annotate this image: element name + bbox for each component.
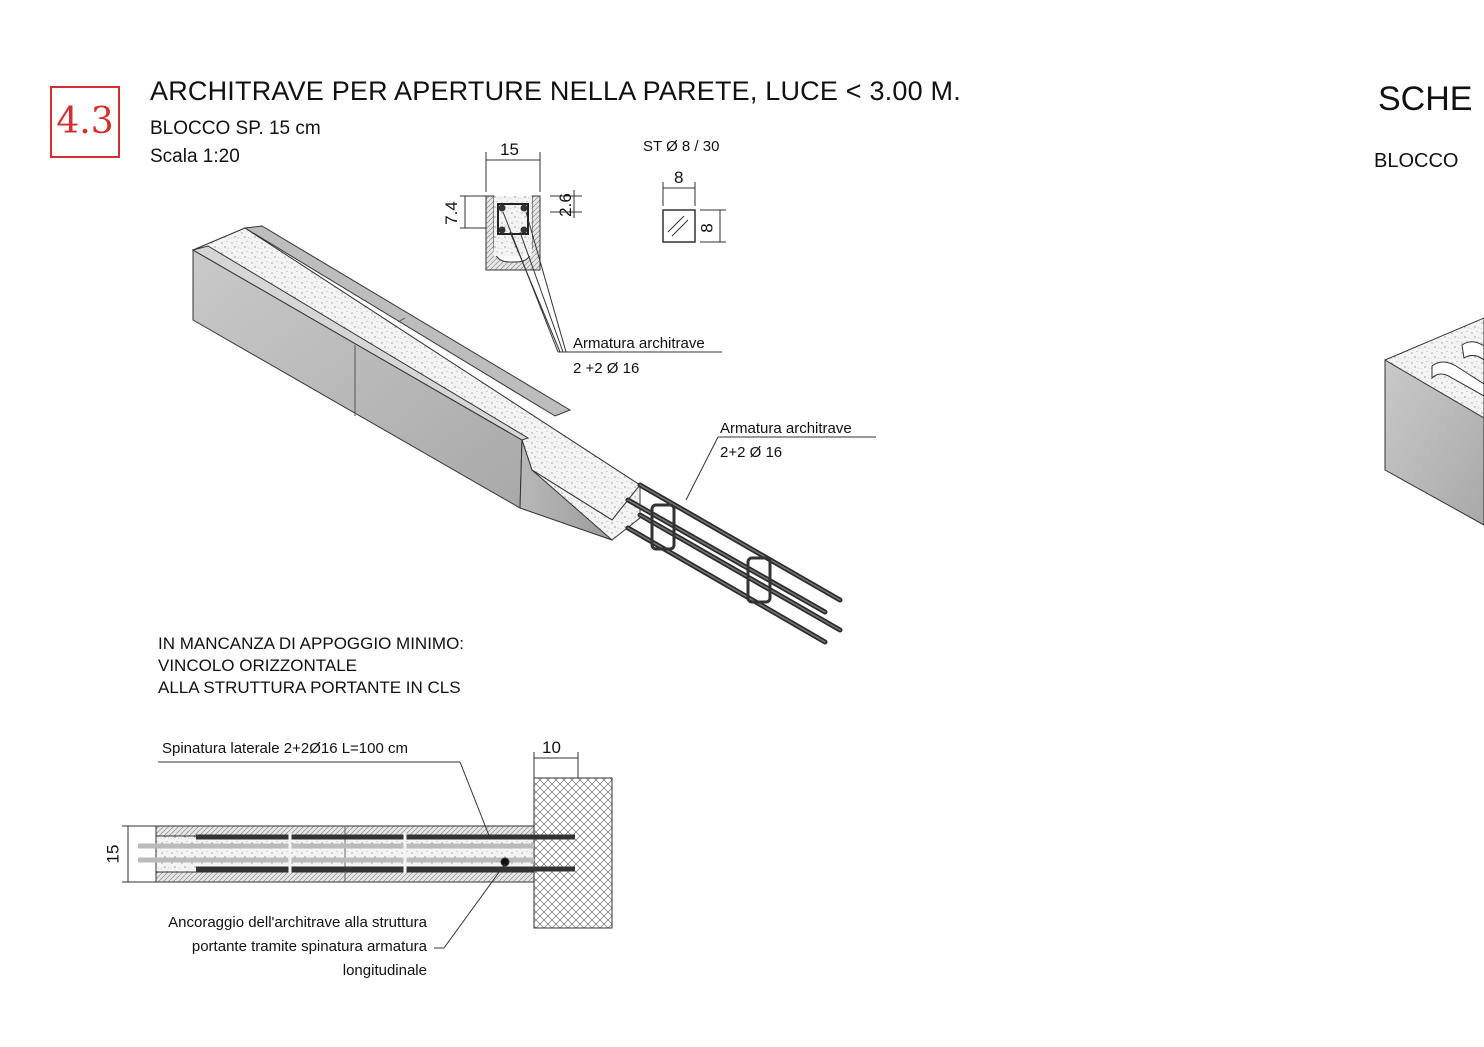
note-line-2: VINCOLO ORIZZONTALE	[158, 656, 357, 675]
section-rebar-title: Armatura architrave	[573, 335, 705, 352]
plan-detail	[122, 752, 613, 949]
block-spec: BLOCCO SP. 15 cm	[150, 118, 321, 139]
anchor-line-3: longitudinale	[342, 962, 427, 979]
scale-label: Scala 1:20	[150, 146, 240, 167]
section-rebar-spec: 2 +2 Ø 16	[573, 360, 640, 377]
stirrup-width-dim: 8	[674, 168, 684, 187]
right-block-fragment	[1384, 317, 1484, 526]
anchor-line-1: Ancoraggio dell'architrave alla struttur…	[168, 914, 427, 931]
right-panel-subtitle: BLOCCO	[1374, 150, 1459, 172]
stirrup-height-dim: 8	[697, 223, 717, 233]
iso-rebar-title: Armatura architrave	[720, 420, 852, 437]
section-number-badge: 4.3	[50, 86, 120, 158]
wall-dim: 10	[542, 738, 561, 757]
dowel-label: Spinatura laterale 2+2Ø16 L=100 cm	[162, 740, 408, 757]
section-height-dim-left: 7.4	[441, 201, 461, 225]
section-width-dim: 15	[500, 140, 519, 159]
iso-callout-leader	[685, 436, 876, 501]
right-panel-title: SCHE	[1378, 80, 1473, 118]
stirrup-spec: ST Ø 8 / 30	[643, 138, 720, 155]
cross-section	[460, 152, 722, 353]
drawing-title: ARCHITRAVE PER APERTURE NELLA PARETE, LU…	[150, 76, 961, 106]
rebar-cage	[625, 482, 843, 645]
note-line-3: ALLA STRUTTURA PORTANTE IN CLS	[158, 678, 461, 697]
thickness-dim: 15	[103, 844, 123, 864]
iso-rebar-spec: 2+2 Ø 16	[720, 444, 783, 461]
note-line-1: IN MANCANZA DI APPOGGIO MINIMO:	[158, 634, 465, 653]
stirrup-detail	[662, 182, 726, 243]
anchor-line-2: portante tramite spinatura armatura	[191, 938, 427, 955]
section-height-dim-right: 2.6	[555, 193, 575, 217]
isometric-lintel	[191, 225, 641, 541]
